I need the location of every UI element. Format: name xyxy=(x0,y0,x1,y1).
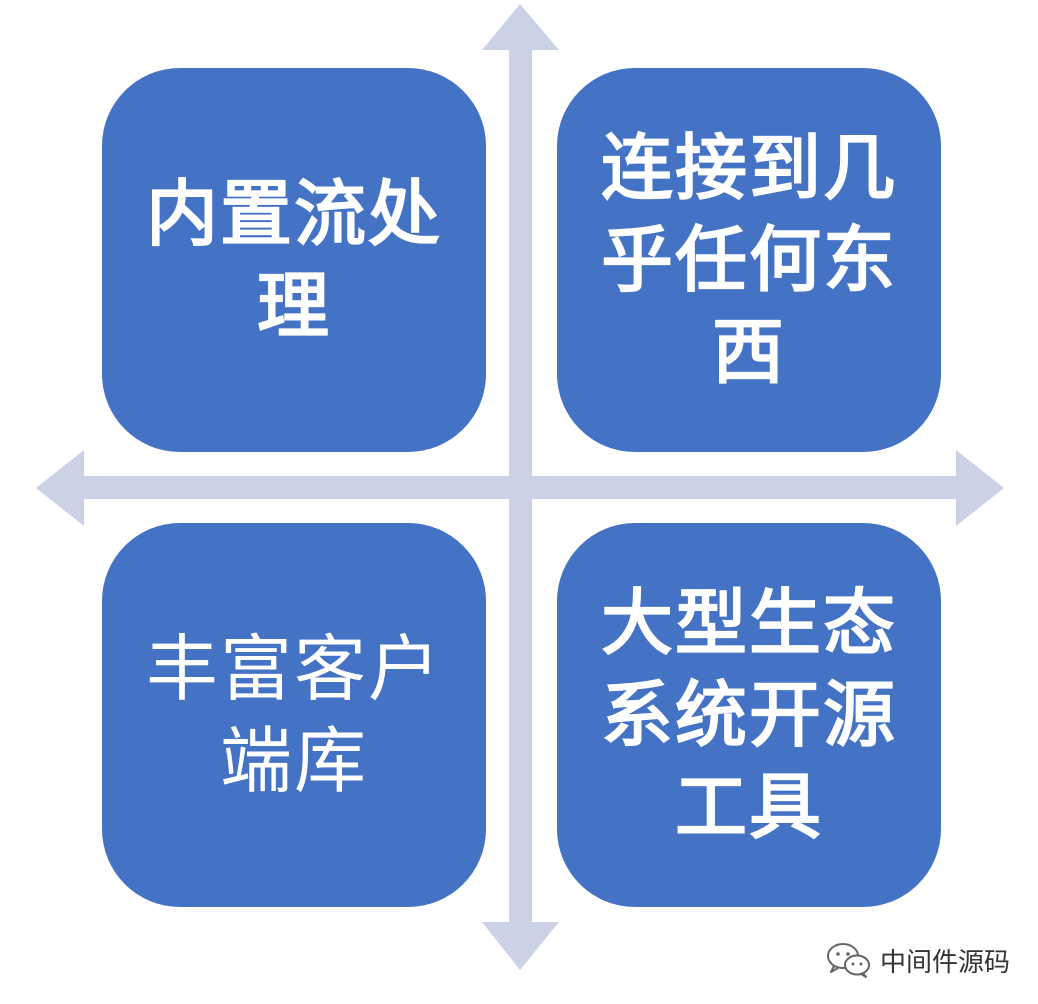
watermark: 中间件源码 xyxy=(826,940,1010,980)
quadrant-bottom-right: 大型生态 系统开源 工具 xyxy=(557,523,941,907)
quadrant-line: 端库 xyxy=(219,719,368,803)
quadrant-bottom-right-text: 大型生态 系统开源 工具 xyxy=(601,577,897,853)
quadrant-line: 系统开源 xyxy=(600,673,897,757)
quadrant-line: 丰富客户 xyxy=(145,627,442,711)
quadrant-line: 大型生态 xyxy=(600,581,897,665)
quadrant-top-right-text: 连接到几 乎任何东 西 xyxy=(601,122,897,398)
quadrant-line: 理 xyxy=(256,264,331,348)
quadrant-top-left: 内置流处 理 xyxy=(102,68,486,452)
quadrant-top-right: 连接到几 乎任何东 西 xyxy=(557,68,941,452)
up-arrowhead xyxy=(482,4,559,50)
quadrant-top-left-text: 内置流处 理 xyxy=(146,168,442,352)
quadrant-line: 连接到几 xyxy=(600,126,897,210)
watermark-text: 中间件源码 xyxy=(880,947,1011,978)
right-arrowhead xyxy=(956,450,1004,526)
horizontal-axis-shaft xyxy=(80,476,960,499)
left-arrowhead xyxy=(36,450,84,526)
quadrant-bottom-left-text: 丰富客户 端库 xyxy=(146,623,442,807)
wechat-icon xyxy=(827,943,870,978)
quadrant-line: 工具 xyxy=(674,765,823,849)
quadrant-line: 西 xyxy=(711,310,786,394)
down-arrowhead xyxy=(482,922,559,970)
quadrant-line: 乎任何东 xyxy=(600,218,897,302)
quadrant-bottom-left: 丰富客户 端库 xyxy=(102,523,486,907)
quadrant-line: 内置流处 xyxy=(145,172,442,256)
